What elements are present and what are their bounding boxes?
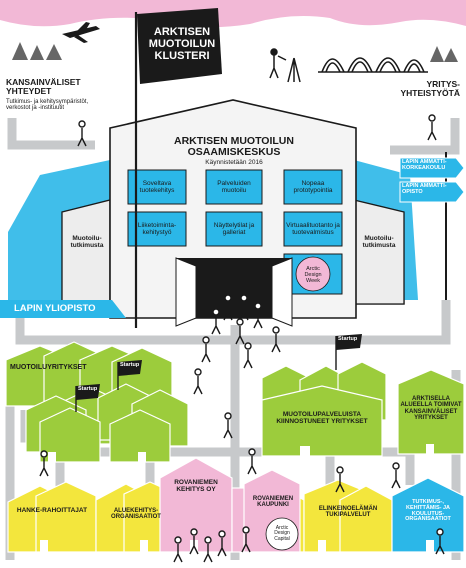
- sign-opisto: LAPIN AMMATTI-OPISTO: [402, 183, 447, 195]
- trees: [12, 42, 458, 62]
- interested-companies-label: MUOTOILUPALVELUISTA KIINNOSTUNEET YRITYK…: [276, 411, 368, 425]
- window-applied-development: Soveltava tuotekehitys: [139, 179, 175, 194]
- window-virtual-production: Virtuaalituotanto ja tuotevalmistus: [286, 221, 340, 236]
- arctic-design-week-badge: [295, 256, 331, 292]
- green-houses-middle: [261, 361, 387, 457]
- company-cooperation-line1: YRITYS-: [426, 79, 460, 89]
- university-bar: [0, 300, 126, 318]
- startup-flags: [75, 334, 362, 412]
- international-title-line2: YHTEYDET: [6, 85, 52, 96]
- window-arctic-design-week: Arctic Design Week: [304, 265, 322, 285]
- people-figures: [39, 114, 445, 563]
- entrance-door: [175, 257, 293, 327]
- company-cooperation-title: YRITYS- YHTEISTYÖTÄ: [400, 80, 460, 98]
- startup-label-1: Startup: [120, 362, 140, 368]
- center-title-line2: OSAAMISKESKUS: [187, 146, 281, 159]
- international-desc: Tutkimus- ja kehitysympäristöt, verkosto…: [6, 99, 88, 112]
- center-subtitle: Käynnistetään 2016: [205, 159, 263, 166]
- startup-label-3: Startup: [338, 336, 358, 342]
- company-cooperation-line2: YHTEISTYÖTÄ: [400, 87, 460, 98]
- signposts: [399, 152, 465, 300]
- flag-line-3: KLUSTERI: [154, 50, 210, 63]
- pink-sky-band: [0, 0, 466, 28]
- green-houses-left: [5, 341, 189, 463]
- arctic-design-capital-text: Arctic Design Capital: [274, 525, 290, 542]
- international-companies-label: ARKTISELLA ALUEELLA TOIMIVAT KANSAINVÄLI…: [400, 396, 462, 421]
- green-building-right: [397, 369, 465, 455]
- center-title: ARKTISEN MUOTOILUN OSAAMISKESKUS: [150, 135, 318, 159]
- flag-text: ARKTISEN MUOTOILUN KLUSTERI: [144, 26, 220, 62]
- international-desc-line1: Tutkimus- ja kehitysympäristöt,: [6, 99, 89, 105]
- window-rapid-prototyping: Nopeaa prototypointia: [293, 179, 333, 194]
- flag-line-1: ARKTISEN: [153, 26, 211, 38]
- right-wing-label: Muotoilu-tutkimusta: [362, 235, 396, 249]
- pink-buildings: [159, 457, 301, 553]
- international-desc-line2: verkostot ja -instituutit: [6, 105, 65, 112]
- business-services-label: ELINKEINOELÄMÄN TUKIPALVELUT: [318, 506, 378, 519]
- window-exhibition-galleries: Näyttelytilat ja galleriat: [213, 221, 255, 236]
- center-title-line1: ARKTISEN MUOTOILUN: [174, 135, 294, 147]
- window-business-development: Liiketoiminta-kehitystyö: [137, 221, 177, 236]
- arctic-design-capital-badge: [265, 517, 299, 551]
- rovaniemi-city-label: ROVANIEMEN KAUPUNKI: [252, 496, 294, 509]
- sign-amk: LAPIN AMMATTI-KORKEAKOULU: [402, 159, 447, 171]
- cyan-building: [391, 477, 465, 553]
- green-doors: [48, 444, 434, 462]
- rovaniemi-development-label: ROVANIEMEN KEHITYS OY: [174, 479, 218, 493]
- flag-line-2: MUOTOILUN: [148, 38, 216, 51]
- left-wing-label: Muotoilu-tutkimusta: [70, 235, 104, 249]
- university-label: LAPIN YLIOPISTO: [14, 303, 96, 314]
- research-organisations-label: TUTKIMUS-, KEHITTÄMIS- JA KOULUTUS-ORGAN…: [405, 499, 451, 523]
- cluster-flag: [134, 8, 222, 328]
- regional-development-label: ALUEKEHITYS-ORGANISAATIOT: [111, 508, 161, 521]
- left-wing-front: [61, 199, 111, 305]
- right-wing-front: [353, 199, 405, 305]
- airplane-icon: [62, 22, 100, 43]
- window-service-design: Palveluiden muotoilu: [217, 179, 251, 194]
- international-title-line1: KANSAINVÄLISET: [6, 77, 81, 87]
- igloo-tubes: [318, 57, 428, 73]
- international-title: KANSAINVÄLISET YHTEYDET: [6, 78, 81, 96]
- surveyor-figure: [269, 48, 301, 83]
- windows: [127, 169, 343, 295]
- design-companies-label: MUOTOILUYRITYKSET: [10, 364, 87, 371]
- project-funders-label: HANKE-RAHOITTAJAT: [16, 507, 88, 514]
- startup-label-2: Startup: [78, 386, 98, 392]
